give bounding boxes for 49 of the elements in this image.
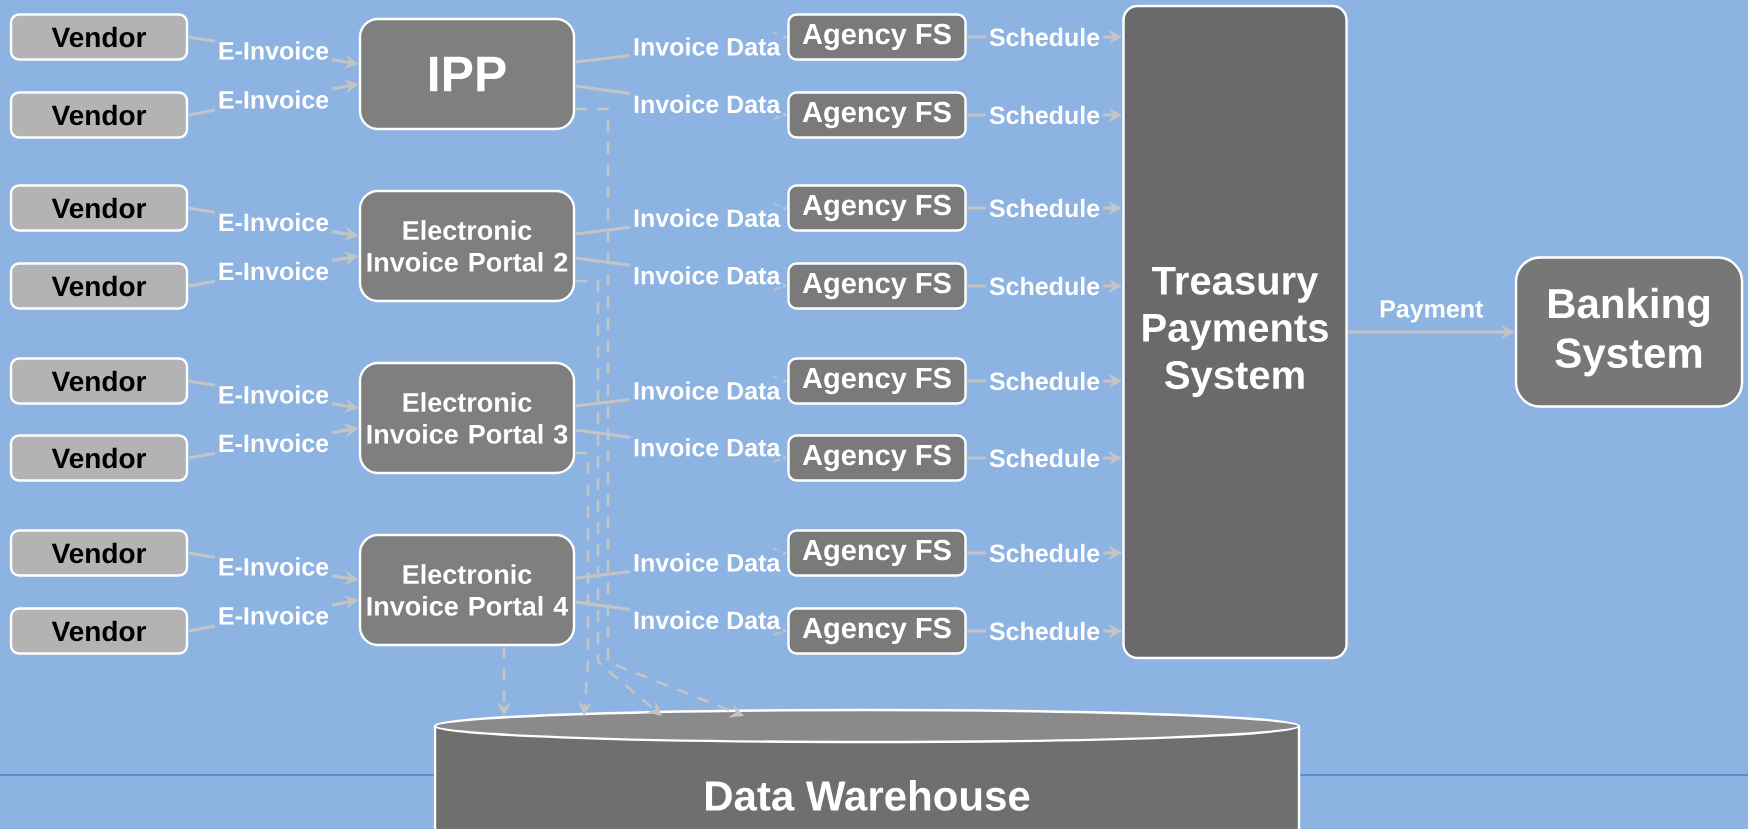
edge-label: Schedule: [985, 618, 1104, 644]
portal-box: Electronic Invoice Portal 3: [358, 361, 576, 475]
edge-label: E-Invoice: [214, 382, 333, 407]
edge-label: E-Invoice: [214, 209, 333, 235]
database-cylinder: Data Warehouse: [433, 708, 1301, 829]
agency-box: Agency FS: [787, 607, 967, 655]
system-box: Treasury Payments System: [1122, 4, 1348, 660]
portal-box: Electronic Invoice Portal 2: [358, 189, 576, 303]
edge-label: Invoice Data: [630, 34, 784, 59]
edge-label: Schedule: [985, 540, 1104, 566]
edge-label: Invoice Data: [630, 91, 784, 117]
edge-label: E-Invoice: [214, 430, 333, 456]
agency-box: Agency FS: [787, 262, 967, 310]
vendor-box: Vendor: [9, 529, 189, 577]
vendor-box: Vendor: [9, 357, 189, 405]
edge-label: Schedule: [985, 195, 1104, 221]
edge-label: E-Invoice: [214, 554, 333, 579]
agency-box: Agency FS: [787, 13, 967, 61]
agency-box: Agency FS: [787, 357, 967, 405]
edge-label: Schedule: [985, 273, 1104, 299]
agency-box: Agency FS: [787, 91, 967, 139]
edge-label: Invoice Data: [630, 550, 784, 575]
agency-box: Agency FS: [787, 529, 967, 577]
edge-label: Schedule: [985, 445, 1104, 471]
edge-label: Invoice Data: [630, 263, 784, 288]
system-box: Banking System: [1514, 256, 1744, 408]
edge-label: Payment: [1380, 300, 1484, 323]
portal-box: IPP: [358, 17, 576, 131]
edge-label: Invoice Data: [630, 378, 784, 403]
arrow: [575, 279, 662, 716]
edge-label: Invoice Data: [630, 607, 784, 633]
vendor-box: Vendor: [9, 184, 189, 232]
edge-label: E-Invoice: [214, 603, 333, 628]
vendor-box: Vendor: [9, 607, 189, 655]
agency-box: Agency FS: [787, 434, 967, 482]
vendor-box: Vendor: [9, 434, 189, 482]
agency-box: Agency FS: [787, 184, 967, 232]
vendor-box: Vendor: [9, 262, 189, 310]
edge-label: E-Invoice: [214, 258, 333, 284]
portal-box: Electronic Invoice Portal 4: [358, 533, 576, 647]
edge-label: Invoice Data: [630, 435, 784, 460]
edge-label: Schedule: [985, 102, 1104, 128]
edge-label: Schedule: [985, 24, 1104, 50]
edge-label: E-Invoice: [214, 87, 333, 112]
vendor-box: Vendor: [9, 13, 189, 61]
edge-label: Schedule: [985, 368, 1104, 394]
vendor-box: Vendor: [9, 91, 189, 139]
edge-label: E-Invoice: [214, 38, 333, 63]
edge-label: Invoice Data: [630, 205, 784, 231]
